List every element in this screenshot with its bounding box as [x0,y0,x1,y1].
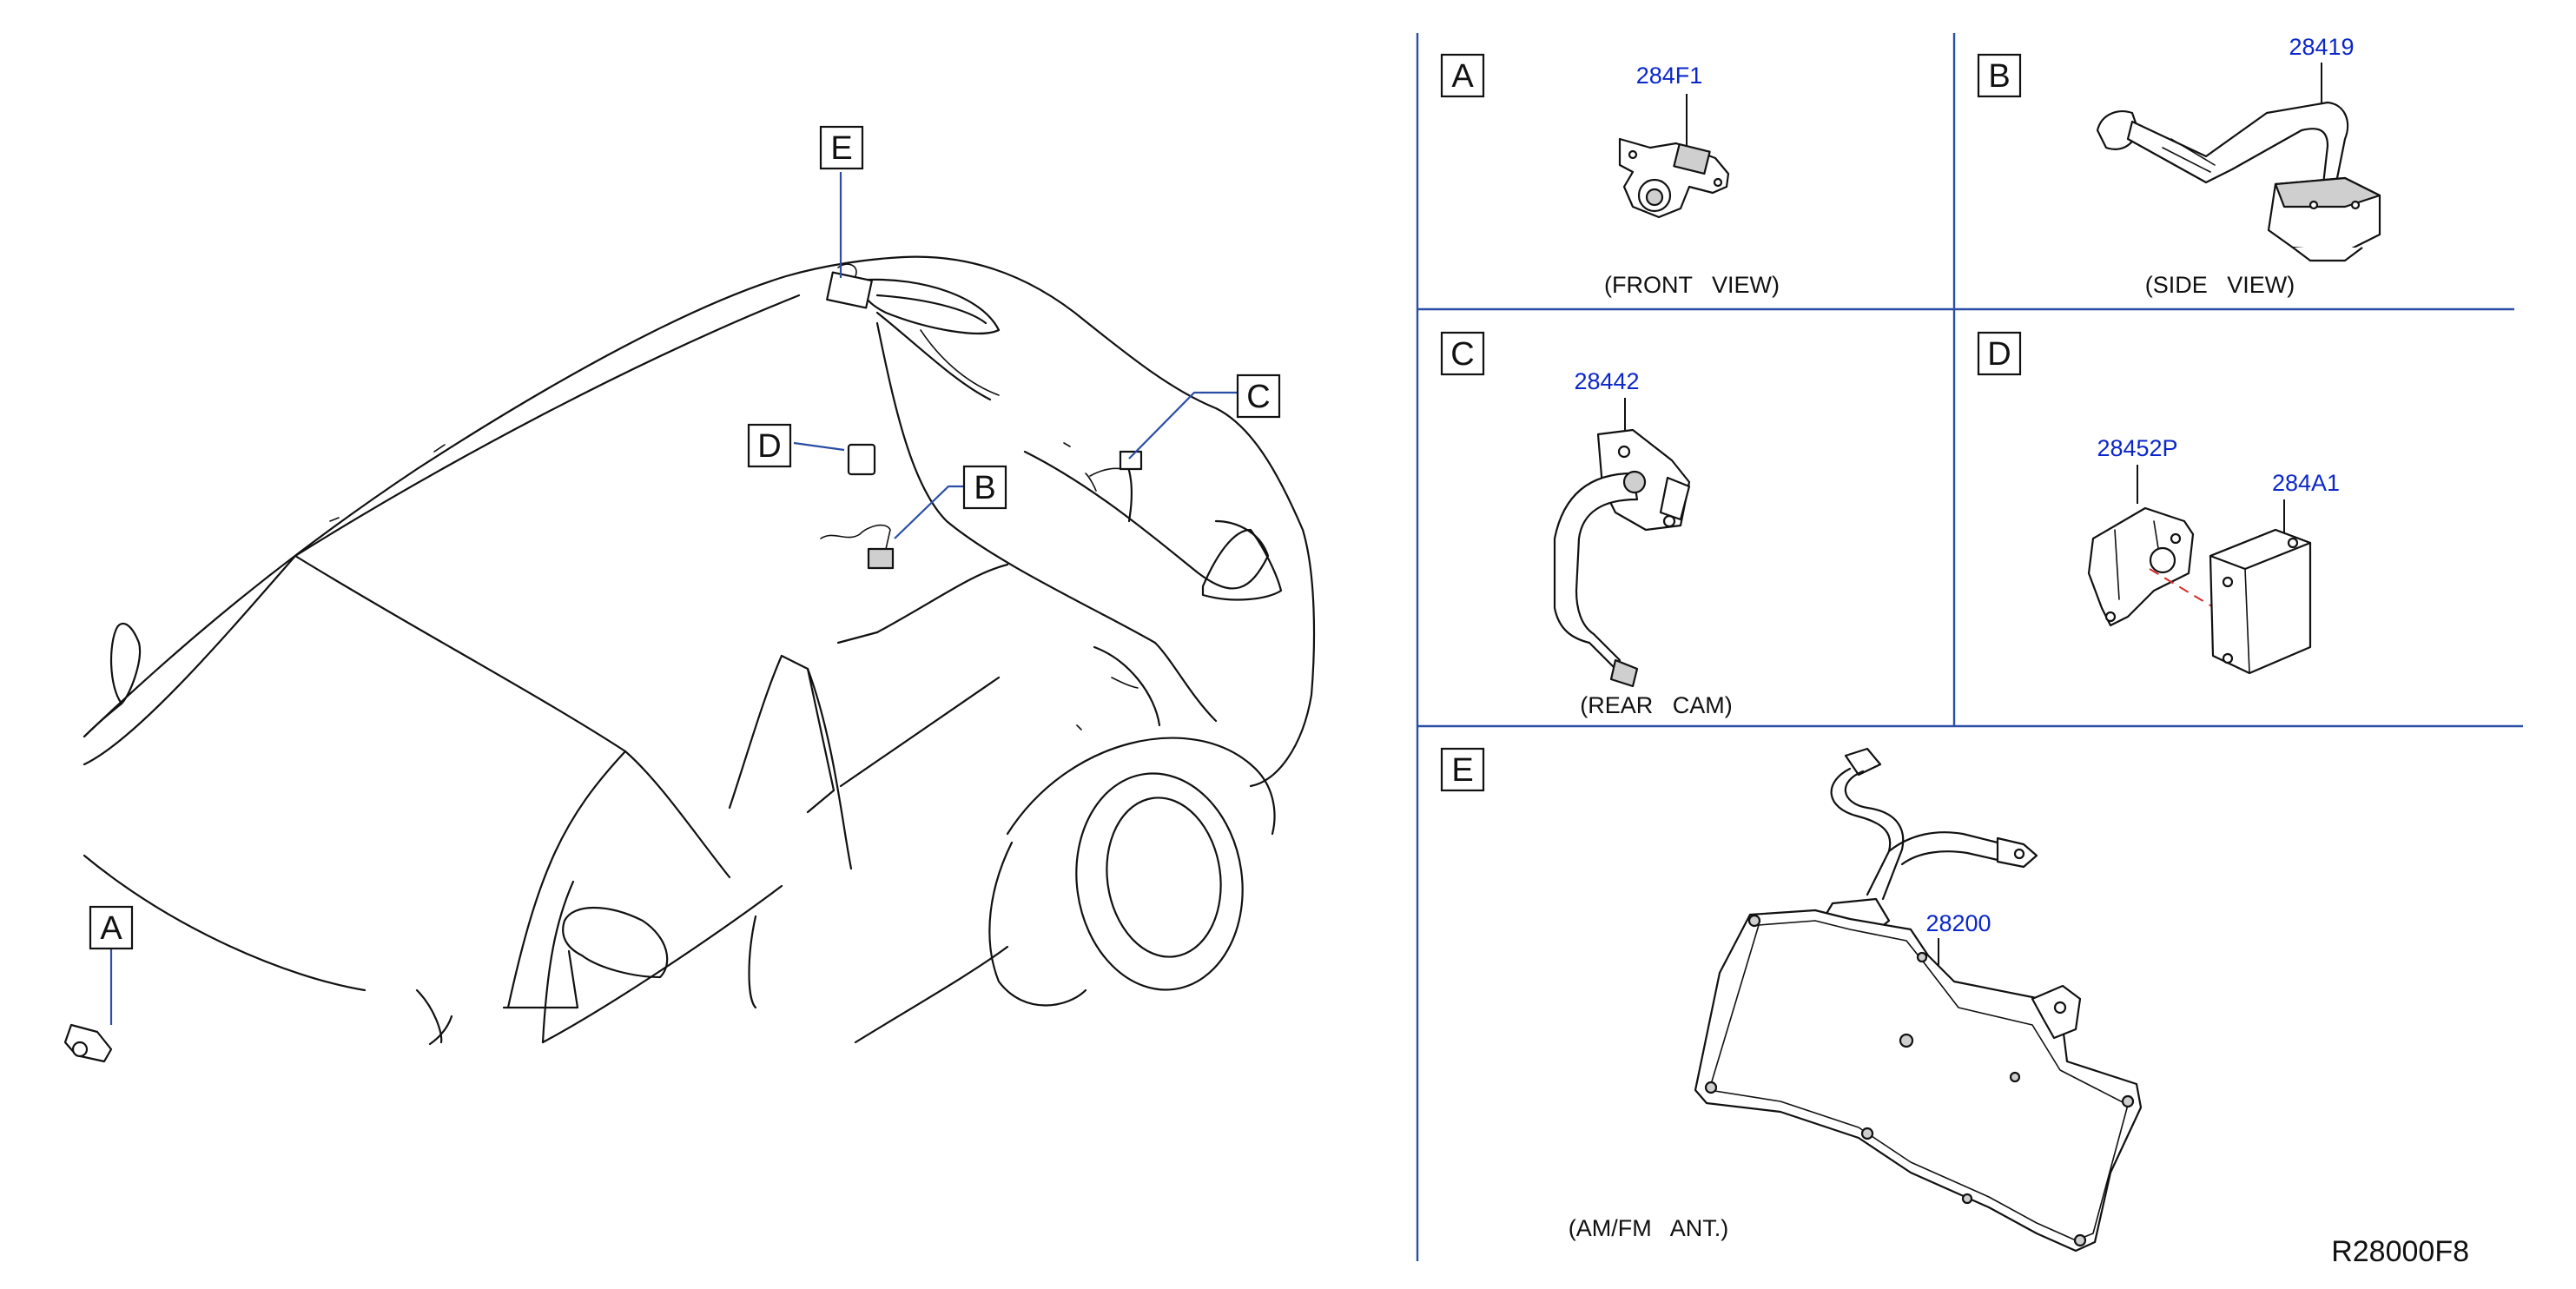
panel-c-letter: C [1450,336,1474,373]
rear-camera-drawing [1553,428,1691,688]
part-number-28452p: 28452P [2097,435,2177,461]
bracket-drawing [2087,506,2195,627]
panel-d: D 28452P 284A1 [1977,331,2340,675]
part-number-28419: 28419 [2289,34,2354,60]
overview-part-d-module [847,443,876,476]
panel-b: B 28419 (SIDE VIEW) [1977,34,2381,298]
callout-c-label: C [1246,379,1270,415]
panel-c-caption: (REAR CAM) [1580,692,1733,718]
panel-b-letter: B [1988,58,2010,95]
part-number-284f1: 284F1 [1636,63,1703,89]
panel-e-letter: E [1451,752,1473,789]
callout-a-label: A [100,910,122,947]
panel-e-caption: (AM/FM ANT.) [1569,1215,1729,1241]
panel-a-caption: (FRONT VIEW) [1604,272,1780,298]
part-number-284a1: 284A1 [2272,470,2340,496]
panel-e: E 28200 [1440,747,2143,1253]
panel-d-letter: D [1987,336,2011,373]
panel-a-letter: A [1451,58,1474,95]
panel-grid [1416,33,2523,1261]
overview-part-e-antenna [826,263,873,309]
front-camera-drawing [1618,137,1730,219]
antenna-module-drawing [1694,747,2143,1253]
panel-c: C 28442 (REAR CAM) [1440,331,1733,718]
overview-part-a-camera [63,1023,113,1063]
overview-part-c-rearcam [1089,450,1143,523]
callout-c: C [1236,373,1281,419]
leader-b [894,485,964,539]
leader-c [1128,391,1238,459]
mounting-guide-line [2149,568,2216,609]
callout-e: E [819,125,864,170]
panel-b-caption: (SIDE VIEW) [2145,272,2295,298]
car-overview [83,255,1316,1046]
panel-a: A 284F1 (FRONT VIEW) [1440,53,1780,298]
diagram-reference-code: R28000F8 [2331,1235,2469,1268]
leader-d [793,441,845,452]
overview-part-b-camera [820,524,895,570]
callout-b: B [962,465,1007,510]
part-number-28200: 28200 [1925,910,1991,936]
callout-d-label: D [757,428,781,465]
side-camera-drawing [2096,101,2381,262]
callout-a: A [89,905,134,950]
module-drawing [2209,528,2312,675]
callout-b-label: B [974,470,995,506]
part-number-28442: 28442 [1574,368,1639,394]
callout-e-label: E [830,130,852,167]
callout-d: D [747,423,792,468]
